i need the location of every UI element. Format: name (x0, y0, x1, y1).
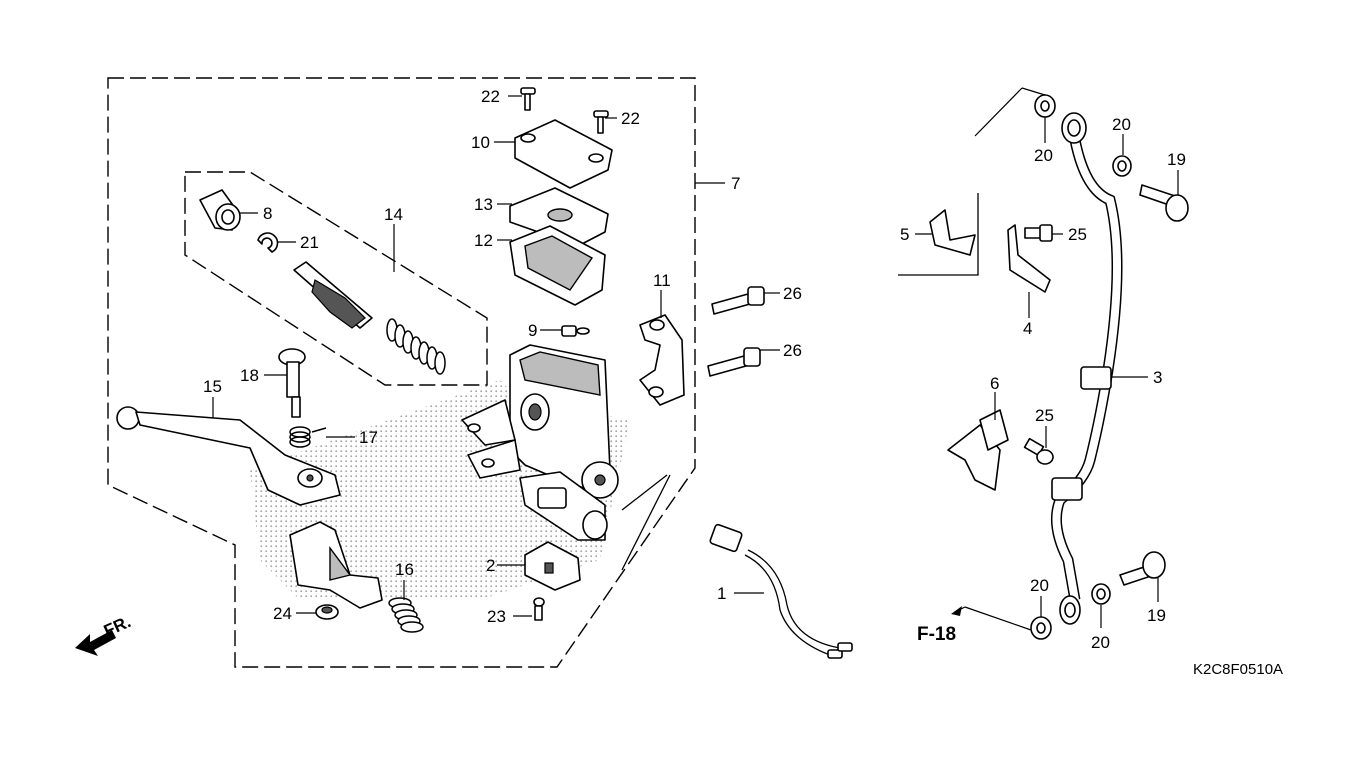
group-outlines (107, 77, 696, 668)
callout-26-top: 26 (783, 284, 802, 303)
clamp-4 (1007, 224, 1051, 293)
callout-20-bottom-right: 20 (1091, 633, 1110, 652)
callout-20-bottom-left: 20 (1030, 576, 1049, 595)
boot-8 (199, 189, 241, 231)
callout-17: 17 (359, 428, 378, 447)
callout-18: 18 (240, 366, 259, 385)
bolt-26-top (711, 286, 765, 315)
holder-11 (639, 314, 685, 406)
callout-13: 13 (474, 195, 493, 214)
leader-lines (212, 87, 1179, 631)
reservoir-cap-10 (514, 119, 613, 189)
screw-22-right (593, 110, 609, 134)
bolt-25-top (1024, 224, 1053, 242)
diaphragm-plate-13 (509, 187, 609, 247)
washer-20-bottom-right (1091, 583, 1111, 605)
master-cylinder-body (461, 344, 619, 541)
washer-20-bottom-left (1030, 616, 1052, 640)
callout-24: 24 (273, 604, 292, 623)
callout-2: 2 (486, 556, 495, 575)
bolt-25-bottom (1023, 437, 1054, 465)
washer-20-top-right (1112, 155, 1132, 177)
callout-3: 3 (1153, 368, 1162, 387)
spring-17 (289, 426, 327, 448)
washer-20-top-left (1034, 94, 1056, 118)
wire-harness-1 (709, 523, 853, 659)
callout-25-top: 25 (1068, 225, 1087, 244)
callout-26-bottom: 26 (783, 341, 802, 360)
pivot-bolt-18 (278, 348, 306, 418)
front-direction-arrow: FR. (75, 612, 134, 656)
front-marker-label: FR. (101, 612, 134, 640)
callout-9: 9 (528, 321, 537, 340)
callout-10: 10 (471, 133, 490, 152)
callout-23: 23 (487, 607, 506, 626)
bolt-19-top (1139, 184, 1189, 222)
bracket-5-frame (898, 193, 979, 276)
reference-label: F-18 (917, 624, 956, 645)
callout-19-top: 19 (1167, 150, 1186, 169)
callout-6: 6 (990, 374, 999, 393)
bolt-19-bottom (1119, 551, 1166, 586)
hose-clip-6 (947, 409, 1009, 491)
callout-11: 11 (653, 271, 671, 290)
circlip-21 (257, 232, 279, 253)
bracket-5 (929, 209, 976, 256)
callout-22-right: 22 (621, 109, 640, 128)
callout-21: 21 (300, 233, 319, 252)
callout-12: 12 (474, 231, 493, 250)
screw-22-top (520, 87, 536, 111)
callout-25-bottom: 25 (1035, 406, 1054, 425)
diaphragm-12 (509, 225, 606, 306)
screw-23 (533, 597, 545, 621)
callout-labels: 22 22 10 13 12 9 7 11 26 26 8 21 14 18 1… (203, 87, 1186, 652)
callout-15: 15 (203, 377, 222, 396)
float-9 (561, 325, 590, 337)
spring-14 (386, 318, 446, 375)
brake-lever-15 (116, 406, 341, 506)
drawing-code: K2C8F0510A (1193, 661, 1283, 678)
callout-4: 4 (1023, 319, 1032, 338)
callout-22-top: 22 (481, 87, 500, 106)
callout-7: 7 (731, 174, 740, 193)
callout-20-top-left: 20 (1034, 146, 1053, 165)
nut-24 (315, 604, 339, 620)
callout-1: 1 (717, 584, 726, 603)
spring-16 (388, 597, 424, 633)
callout-8: 8 (263, 204, 272, 223)
reference-arrow (951, 606, 962, 616)
callout-16: 16 (395, 560, 414, 579)
bolt-26-bottom (707, 347, 761, 377)
callout-19-bottom: 19 (1147, 606, 1166, 625)
switch-bracket (289, 521, 383, 609)
stop-switch-2 (524, 541, 581, 591)
brake-hose-3 (1050, 112, 1123, 625)
callout-14: 14 (384, 205, 403, 224)
callout-5: 5 (900, 225, 909, 244)
piston-set (293, 261, 373, 329)
callout-20-top-right: 20 (1112, 115, 1131, 134)
